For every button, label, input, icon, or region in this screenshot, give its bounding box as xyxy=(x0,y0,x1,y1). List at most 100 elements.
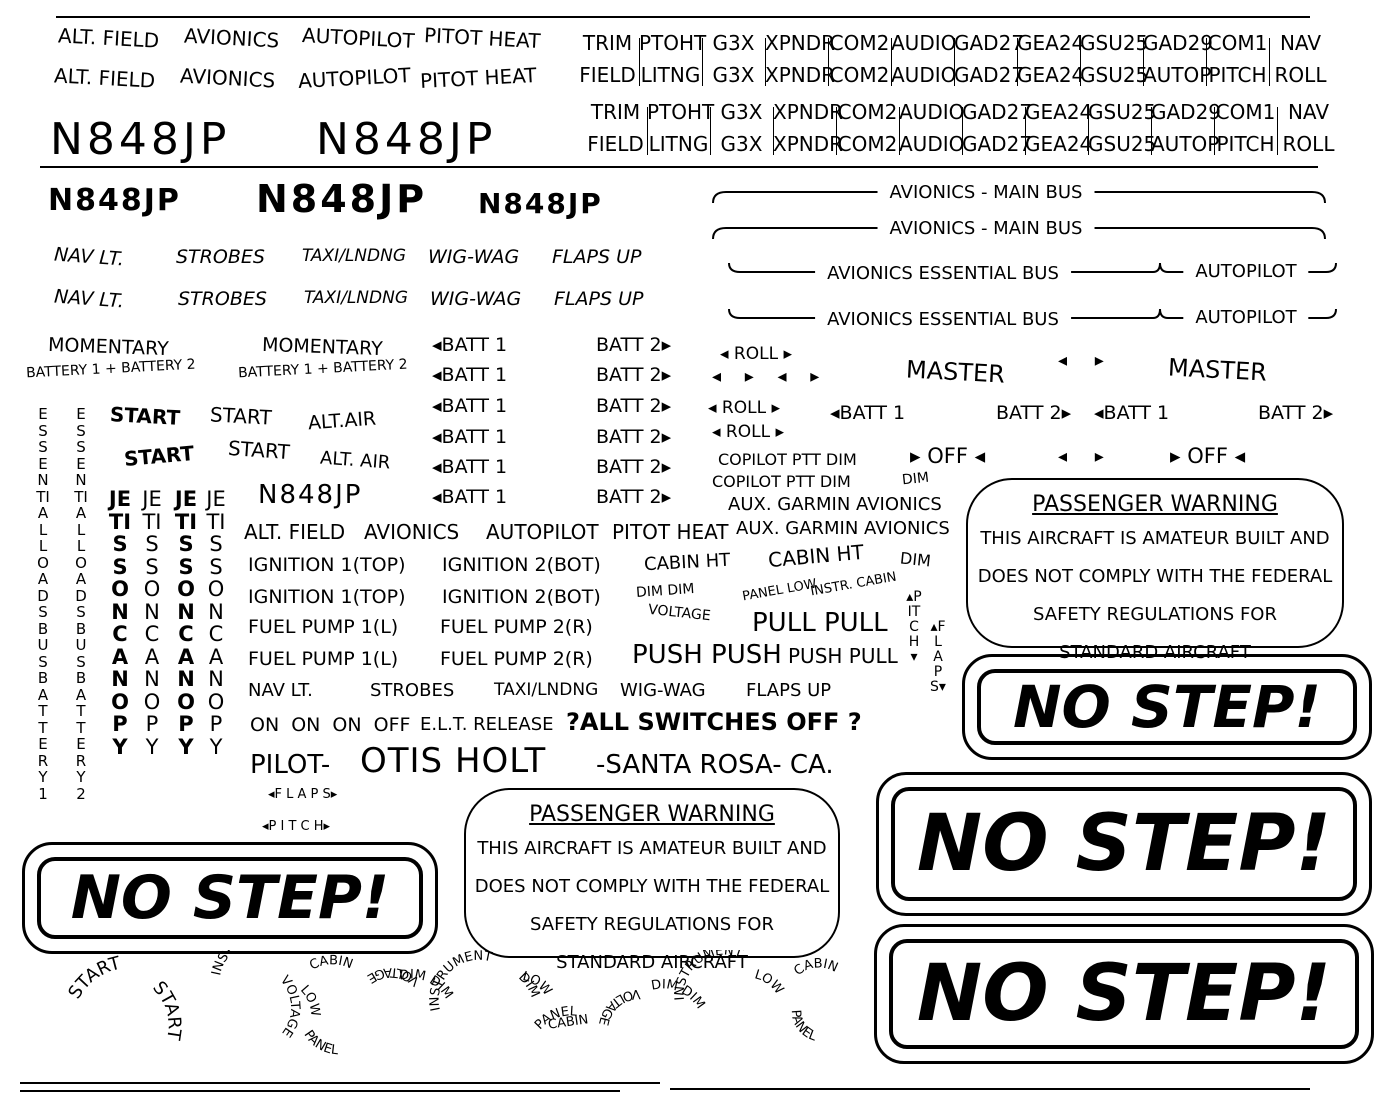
arc-start: START xyxy=(148,977,184,1042)
breaker-label: G3X xyxy=(712,63,755,87)
label-strobes: STROBES xyxy=(370,680,455,701)
label-batt1: ◂BATT 1 xyxy=(1094,402,1170,424)
label-avionics: AVIONICS xyxy=(364,520,460,544)
breaker-label: XPNDR xyxy=(773,100,844,124)
label-batt1: ◂BATT 1 xyxy=(432,395,508,417)
breaker-label: NAV xyxy=(1279,31,1322,55)
breaker-separator xyxy=(639,38,640,86)
breaker-label: TRIM xyxy=(582,31,633,55)
breaker-label: G3X xyxy=(712,31,755,55)
breaker-separator xyxy=(765,38,766,86)
passenger-warning-panel: PASSENGER WARNING THIS AIRCRAFT IS AMATE… xyxy=(464,788,840,973)
arc-panel: PANEL xyxy=(788,1009,819,1045)
label-batt1: ◂BATT 1 xyxy=(432,456,508,478)
bus-essential-2: AVIONICS ESSENTIAL BUS AUTOPILOT xyxy=(728,308,1338,329)
label-ignition-2: IGNITION 2(BOT) xyxy=(442,586,601,608)
label-copilot-ptt-dim: COPILOT PTT DIM xyxy=(718,450,857,469)
label-start-bold: START xyxy=(123,440,196,472)
breaker-label: AUDIO xyxy=(899,100,965,124)
label-aux-garmin-avionics: AUX. GARMIN AVIONICS xyxy=(728,494,942,515)
breaker-label: GAD27 xyxy=(962,132,1033,156)
arc-instrument: INSTRUMENT xyxy=(428,950,494,1012)
breaker-label: GEA24 xyxy=(1025,100,1093,124)
breaker-separator xyxy=(899,107,900,155)
breaker-label: PTOHT xyxy=(639,31,707,55)
passenger-warning-panel: PASSENGER WARNING THIS AIRCRAFT IS AMATE… xyxy=(966,478,1344,663)
bottom-rule-right xyxy=(670,1088,1310,1090)
label-wig-wag: WIG-WAG xyxy=(620,680,706,701)
tail-number-bold: N848JP xyxy=(478,187,603,220)
label-off: ▸ OFF ◂ xyxy=(910,444,986,468)
label-all-switches-off: ?ALL SWITCHES OFF ? xyxy=(566,708,862,736)
bus-bracket xyxy=(728,262,1337,273)
label-jettison-canopy-bold: JETISSON CANOPY xyxy=(174,487,198,759)
breaker-label: AUTOP xyxy=(1151,132,1220,156)
arc-instrument: INSTRUMENT xyxy=(672,950,744,1001)
label-pitch-arrows: ◂P I T C H▸ xyxy=(262,819,331,834)
breaker-label: GAD29 xyxy=(1151,100,1222,124)
label-momentary: MOMENTARY xyxy=(261,333,384,361)
label-batt2: BATT 2▸ xyxy=(596,395,672,417)
breaker-separator xyxy=(1151,107,1152,155)
breaker-separator xyxy=(828,38,829,86)
breaker-separator xyxy=(773,107,774,155)
label-alt-air: ALT. AIR xyxy=(319,447,391,474)
label-autopilot: AUTOPILOT xyxy=(301,23,416,53)
breaker-separator xyxy=(647,107,648,155)
label-start: START xyxy=(227,435,291,465)
label-flaps-arrows: ◂F L A P S▸ xyxy=(268,787,338,802)
label-roll: ◂ ROLL ▸ xyxy=(708,398,781,418)
label-avionics: AVIONICS xyxy=(179,63,276,93)
label-batt2: BATT 2▸ xyxy=(1258,402,1334,424)
header-rule xyxy=(40,166,1318,168)
breaker-separator xyxy=(1214,107,1215,155)
label-start: START xyxy=(209,402,273,430)
breaker-label: G3X xyxy=(720,100,763,124)
label-jettison-canopy: JETISSON CANOPY xyxy=(206,487,226,759)
breaker-separator xyxy=(1277,107,1278,155)
label-ignition-1: IGNITION 1(TOP) xyxy=(248,554,406,576)
label-pitot-heat: PITOT HEAT xyxy=(423,22,542,54)
passenger-warning-heading: PASSENGER WARNING xyxy=(1032,492,1278,517)
label-alt-field: ALT. FIELD xyxy=(57,23,160,53)
passenger-warning-line: THIS AIRCRAFT IS AMATEUR BUILT AND xyxy=(980,528,1330,549)
breaker-separator xyxy=(1143,38,1144,86)
breaker-label: GSU25 xyxy=(1080,63,1149,87)
label-jettison-canopy: JETISSON CANOPY xyxy=(142,487,162,759)
passenger-warning-line: STANDARD AIRCRAFT xyxy=(1059,642,1251,663)
label-essential-loads-bus-battery-1: ESSENTIAL LOADS BUS BATTERY1 xyxy=(36,405,50,803)
arc-start: START xyxy=(64,952,123,1002)
breaker-label: XPNDR xyxy=(765,63,836,87)
bottom-rule-left xyxy=(20,1082,660,1084)
breaker-label: GAD27 xyxy=(954,31,1025,55)
label-autopilot: AUTOPILOT xyxy=(297,63,412,93)
breaker-separator xyxy=(702,38,703,86)
bus-label-autopilot: AUTOPILOT xyxy=(1183,309,1309,327)
label-push-push: PUSH PUSH xyxy=(632,640,782,670)
breaker-label: PTOHT xyxy=(647,100,715,124)
breaker-label: GAD27 xyxy=(962,100,1033,124)
label-batt2: BATT 2▸ xyxy=(596,364,672,386)
label-nav-lt: NAV LT. xyxy=(53,285,125,313)
no-step-placard: NO STEP! xyxy=(874,924,1374,1064)
breaker-label: AUDIO xyxy=(891,63,957,87)
breaker-label: GAD27 xyxy=(954,63,1025,87)
passenger-warning-line: DOES NOT COMPLY WITH THE FEDERAL xyxy=(977,566,1333,587)
label-instr-cabin: INSTR. CABIN xyxy=(809,569,898,600)
label-strobes: STROBES xyxy=(176,246,265,268)
bottom-rule-left-2 xyxy=(20,1090,620,1092)
bus-label-essential: AVIONICS ESSENTIAL BUS xyxy=(815,311,1071,329)
label-cabin-ht: CABIN HT xyxy=(767,539,865,573)
arc-low: LOW xyxy=(753,967,787,997)
label-cabin-ht: CABIN HT xyxy=(643,549,731,576)
breaker-label: GEA24 xyxy=(1017,31,1085,55)
bus-main-2: AVIONICS - MAIN BUS xyxy=(712,220,1326,240)
breaker-label: COM2 xyxy=(829,63,890,87)
label-alt-field: ALT. FIELD xyxy=(53,63,156,93)
passenger-warning-line: SAFETY REGULATIONS FOR xyxy=(530,914,774,935)
breaker-label: ROLL xyxy=(1274,63,1327,87)
label-alt-air: ALT.AIR xyxy=(307,407,377,435)
breaker-separator xyxy=(962,107,963,155)
breaker-label: GSU25 xyxy=(1088,100,1157,124)
